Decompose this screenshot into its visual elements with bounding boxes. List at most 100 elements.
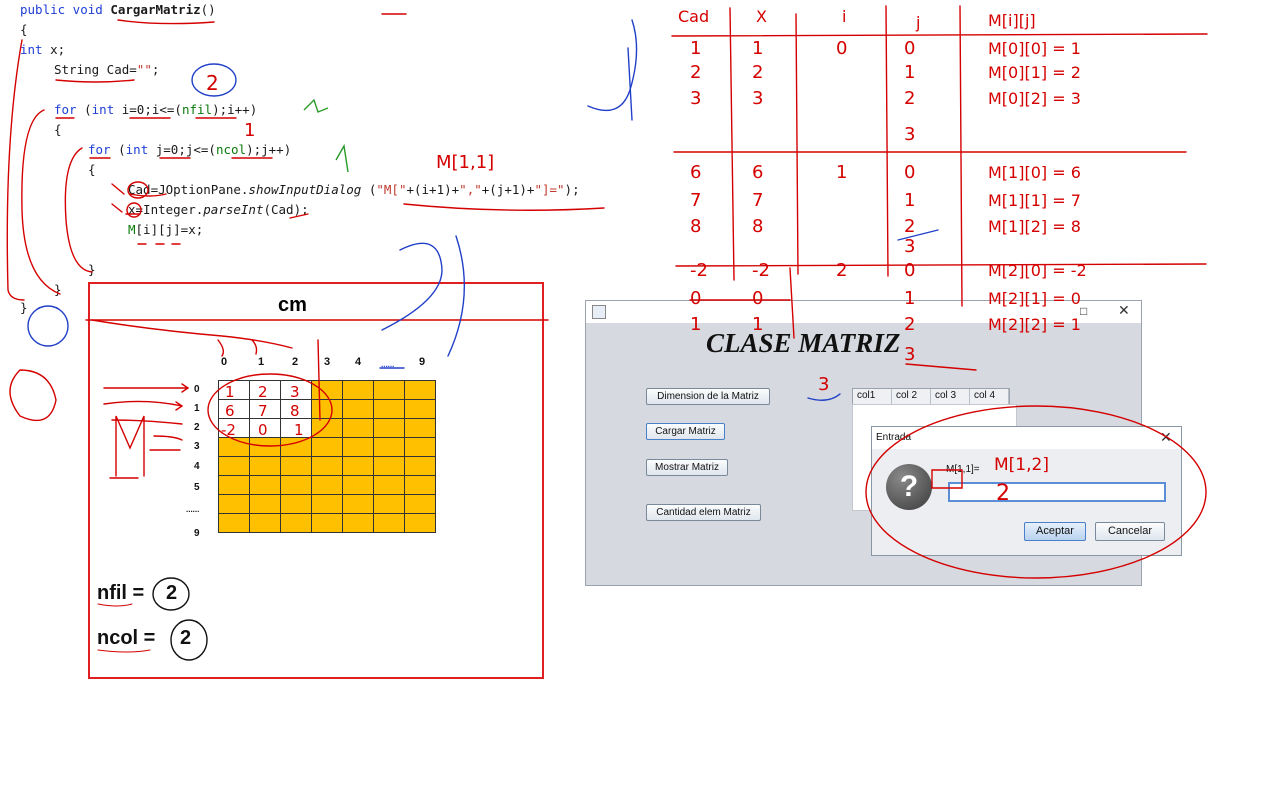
grid-cell: [280, 418, 312, 438]
code-token: x=Integer.: [128, 202, 204, 217]
trace-cell-j: 3: [904, 236, 915, 257]
trace-cell-m: M[0][2] = 3: [988, 89, 1081, 108]
close-icon[interactable]: ✕: [1118, 302, 1130, 318]
maximize-icon[interactable]: □: [1080, 304, 1088, 318]
window-titlebar[interactable]: □ ✕: [586, 301, 1141, 323]
code-listing: public void CargarMatriz() { int x; Stri…: [0, 0, 640, 315]
code-token: +(i+1)+: [406, 182, 460, 197]
trace-cell-j: 1: [904, 62, 915, 83]
grid-cell: [218, 380, 250, 400]
grid-cell: [373, 418, 405, 438]
grid-cell: [373, 475, 405, 495]
matrix-diagram-frame: [88, 282, 544, 679]
trace-header: X: [756, 7, 767, 26]
row-header: 2: [194, 422, 200, 433]
code-line-for-j: for (int j=0;j<=(ncol);j++): [88, 142, 291, 157]
string-literal: ",": [459, 182, 482, 197]
close-icon[interactable]: ✕: [1160, 429, 1172, 445]
trace-cell-cad: 1: [690, 38, 701, 59]
trace-cell-cad: 6: [690, 162, 701, 183]
grid-cell: [249, 399, 281, 419]
trace-cell-cad: 2: [690, 62, 701, 83]
grid-cell: [249, 494, 281, 514]
matrix-grid: [218, 380, 436, 533]
grid-cell: [404, 456, 436, 476]
trace-cell-m: M[1][1] = 7: [988, 191, 1081, 210]
grid-cell: [373, 494, 405, 514]
grid-cell: [342, 380, 374, 400]
grid-cell: [249, 475, 281, 495]
cargar-matriz-button[interactable]: Cargar Matriz: [646, 423, 725, 440]
app-heading: CLASE MATRIZ: [706, 328, 901, 358]
nfil-label: nfil =: [97, 582, 145, 604]
dialog-prompt: M[1,1]=: [946, 464, 980, 475]
code-token: i=0;i<=(: [114, 102, 182, 117]
table-column-header[interactable]: col 2: [892, 389, 931, 404]
grid-cell: [311, 418, 343, 438]
code-brace: {: [20, 22, 28, 37]
trace-header: i: [842, 7, 846, 26]
col-header: 0: [221, 356, 228, 368]
kw-int: int: [125, 142, 149, 157]
mostrar-matriz-button[interactable]: Mostrar Matriz: [646, 459, 728, 476]
string-literal: "": [136, 62, 152, 77]
trace-header: j: [915, 13, 920, 32]
grid-cell: [404, 513, 436, 533]
grid-cell: [404, 399, 436, 419]
aceptar-button[interactable]: Aceptar: [1024, 522, 1086, 541]
grid-cell: [373, 399, 405, 419]
code-token: [i][j]=x;: [135, 222, 204, 237]
row-header: 1: [194, 403, 200, 414]
cantidad-elem-button[interactable]: Cantidad elem Matriz: [646, 504, 761, 521]
grid-cell: [342, 456, 374, 476]
code-brace: }: [20, 300, 28, 315]
grid-cell: [404, 437, 436, 457]
var-m: M: [128, 222, 136, 237]
table-column-header[interactable]: col1: [853, 389, 892, 404]
code-token: (: [361, 182, 377, 197]
grid-cell: [218, 513, 250, 533]
row-header: 4: [194, 461, 200, 472]
grid-cell: [218, 418, 250, 438]
grid-cell: [404, 418, 436, 438]
code-token: ;: [151, 62, 160, 77]
trace-cell-x: 7: [752, 190, 763, 211]
grid-cell: [373, 380, 405, 400]
table-column-header[interactable]: col 4: [970, 389, 1009, 404]
grid-cell: [311, 456, 343, 476]
grid-cell: [404, 380, 436, 400]
trace-cell-cad: 7: [690, 190, 701, 211]
kw-int: int: [91, 102, 115, 117]
grid-cell: [280, 456, 312, 476]
trace-cell-i: 1: [836, 162, 847, 183]
dimension-button[interactable]: Dimension de la Matriz: [646, 388, 770, 405]
method-parseint: parseInt: [203, 202, 264, 217]
kw-for: for: [88, 142, 111, 157]
trace-cell-cad: 8: [690, 216, 701, 237]
code-token: (): [200, 2, 216, 17]
code-token: );: [564, 182, 580, 197]
code-line-int-x: int x;: [20, 42, 65, 57]
dialog-titlebar[interactable]: Entrada ✕: [872, 427, 1181, 449]
trace-cell-j: 3: [904, 124, 915, 145]
code-line-assign: M[i][j]=x;: [128, 222, 203, 237]
grid-cell: [280, 494, 312, 514]
string-literal: "M[": [376, 182, 407, 197]
method-showinputdialog: showInputDialog: [248, 182, 362, 197]
code-token: );i++): [212, 102, 258, 117]
cancelar-button[interactable]: Cancelar: [1095, 522, 1165, 541]
trace-cell-j: 0: [904, 260, 915, 281]
code-token: Cad=JOptionPane.: [128, 182, 249, 197]
ncol-value: 2: [180, 627, 192, 649]
col-header: 1: [258, 356, 265, 368]
table-column-header[interactable]: col 3: [931, 389, 970, 404]
dialog-input-field[interactable]: [948, 482, 1166, 502]
code-token: x;: [42, 42, 66, 57]
table-header: col1 col 2 col 3 col 4: [852, 388, 1010, 405]
grid-cell: [218, 494, 250, 514]
kw-public-void: public void: [20, 2, 111, 17]
dialog-title: Entrada: [876, 432, 912, 443]
grid-cell: [311, 494, 343, 514]
grid-cell: [373, 456, 405, 476]
trace-cell-j: 2: [904, 88, 915, 109]
